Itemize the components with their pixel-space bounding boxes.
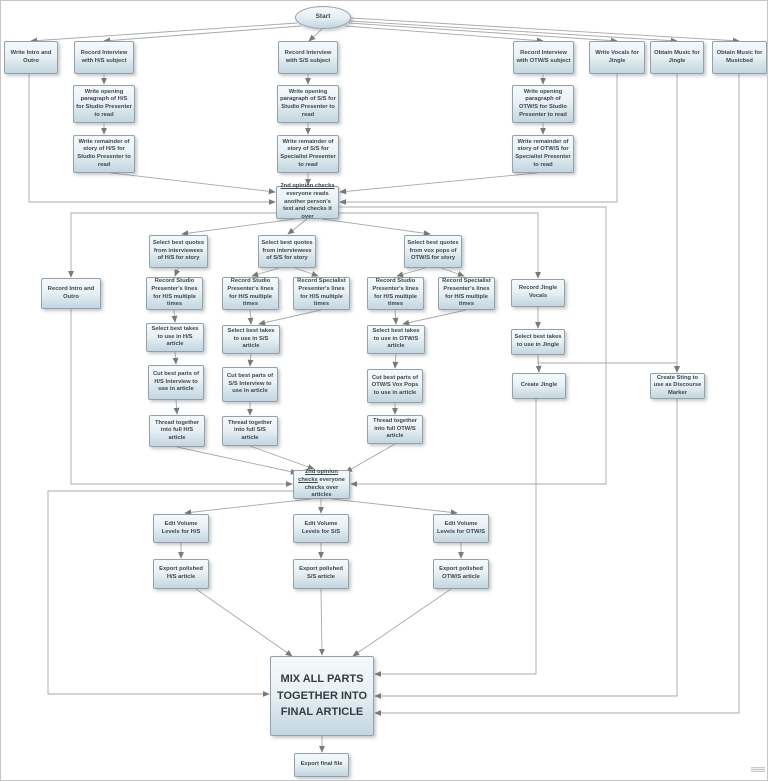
edge-59 [374,399,678,699]
edge-56 [352,588,452,657]
node-write-intro-outro: Write Intro and Outro [4,41,58,74]
edge-25 [251,267,280,278]
edge-24 [174,267,180,277]
edge-5 [349,20,678,44]
node-volume-otws: Edit Volume Levels for OTW/S [433,514,489,543]
node-record-interview-ss: Record Interview with S/S subject [278,41,338,74]
node-cut-ss: Cut best parts of S/S Interview to use i… [222,367,278,402]
edge-20 [321,218,431,237]
edge-6 [350,17,740,44]
edge-13 [110,172,276,195]
edge-30 [247,309,254,325]
node-start: Start [295,6,351,29]
edge-37 [392,353,399,369]
watermark [751,767,765,772]
edge-2 [308,28,323,42]
node-create-jingle: Create Jingle [512,373,566,399]
node-opening-ss: Write opening paragraph of S/S for Studi… [277,85,339,123]
node-takes-hs: Select best takes to use in H/S article [146,323,204,352]
edge-58 [374,399,537,677]
node-studio-lines-ss: Record Studio Presenter's lines for H/S … [222,277,279,310]
node-studio-lines-hs: Record Studio Presenter's lines for H/S … [146,277,203,310]
edge-26 [294,267,319,277]
node-write-vocals-jingle: Write Vocals for Jingle [589,41,645,74]
edge-0 [30,22,298,44]
node-record-interview-hs: Record Interview with H/S subject [74,41,134,74]
edge-33 [402,309,467,326]
edge-45 [249,445,315,470]
node-remainder-hs: Write remainder of story of H/S for Stud… [73,135,135,173]
node-thread-ss: Thread together into full S/S article [222,416,278,446]
node-obtain-music-jingle: Obtain Music for Jingle [650,41,704,74]
node-export-final: Export final file [294,753,349,777]
node-takes-ss: Select best takes to use in S/S article [222,325,280,354]
edge-3 [344,25,544,44]
node-takes-jingle: Select best takes to use in Jingle [511,329,565,355]
edge-15 [339,172,538,195]
edge-57 [47,490,293,697]
node-export-otws: Export polished OTW/S article [433,559,489,589]
node-specialist-lines-otws: Record Specialist Presenter's lines for … [438,277,495,310]
node-opinion-check-2: 2nd opinion checks everyone checks over … [293,469,350,499]
node-record-jingle-vocals: Record Jingle Vocals [511,279,565,307]
node-record-intro-outro: Record Intro and Outro [41,278,101,309]
node-takes-otws: Select best takes to use in OTW/S articl… [367,325,425,354]
node-remainder-ss: Write remainder of story of S/S for Spec… [277,135,339,173]
edge-1 [103,25,302,44]
edge-60 [374,74,740,716]
node-thread-hs: Thread together into full H/S article [149,415,205,447]
edge-55 [318,588,325,656]
node-quotes-hs: Select best quotes from interviewees of … [149,235,208,268]
edge-32 [392,309,399,325]
edge-50 [331,498,458,516]
edge-46 [345,443,396,473]
edge-27 [396,267,426,278]
edge-4 [348,22,618,44]
node-thread-otws: Thread together into full OTW/S article [367,415,423,444]
node-record-interview-otws: Record Interview with OTW/S subject [513,41,574,74]
edge-36 [247,353,254,367]
node-studio-lines-otws: Record Studio Presenter's lines for H/S … [367,277,424,310]
edge-28 [440,267,465,277]
node-volume-hs: Edit Volume Levels for H/S [153,514,209,543]
node-cut-otws: Cut best parts of OTW/S Vox Pops to use … [367,369,423,403]
edge-44 [176,446,298,475]
edge-35 [172,351,179,365]
node-mix-final: MIX ALL PARTS TOGETHER INTO FINAL ARTICL… [270,656,374,736]
edge-22 [339,212,541,279]
node-specialist-lines-ss: Record Specialist Presenter's lines for … [293,277,350,310]
node-create-sting: Create Sting to use as Discourse Marker [650,373,705,399]
edge-39 [537,355,680,373]
node-export-hs: Export polished H/S article [153,559,209,589]
node-opening-hs: Write opening paragraph of H/S for Studi… [73,85,135,123]
edge-29 [171,309,178,323]
node-obtain-music-musicbed: Obtain Music for Musicbed [712,41,767,74]
edge-16 [28,74,276,205]
edge-18 [181,218,296,237]
node-opening-otws: Write opening paragraph of OTW/S for Stu… [512,85,574,123]
node-quotes-ss: Select best quotes from interviewees of … [258,235,316,268]
node-export-ss: Export polished S/S article [293,559,349,589]
node-opinion-check-1: 2nd opinion checks everyone reads anothe… [276,183,339,220]
node-volume-ss: Edit Volume Levels for S/S [293,514,349,543]
edge-31 [258,309,322,326]
node-remainder-otws: Write remainder of story of OTW/S for Sp… [512,135,574,173]
edge-21 [68,212,276,278]
edge-23 [339,206,607,487]
node-quotes-otws: Select best quotes from vox pops of OTW/… [404,235,462,268]
edge-19 [287,218,308,235]
edge-41 [173,399,180,415]
edge-47 [70,309,293,487]
edge-48 [184,498,312,516]
edge-17 [339,74,618,205]
node-cut-hs: Cut best parts of H/S Interview to use i… [148,365,204,400]
edge-54 [195,588,293,657]
